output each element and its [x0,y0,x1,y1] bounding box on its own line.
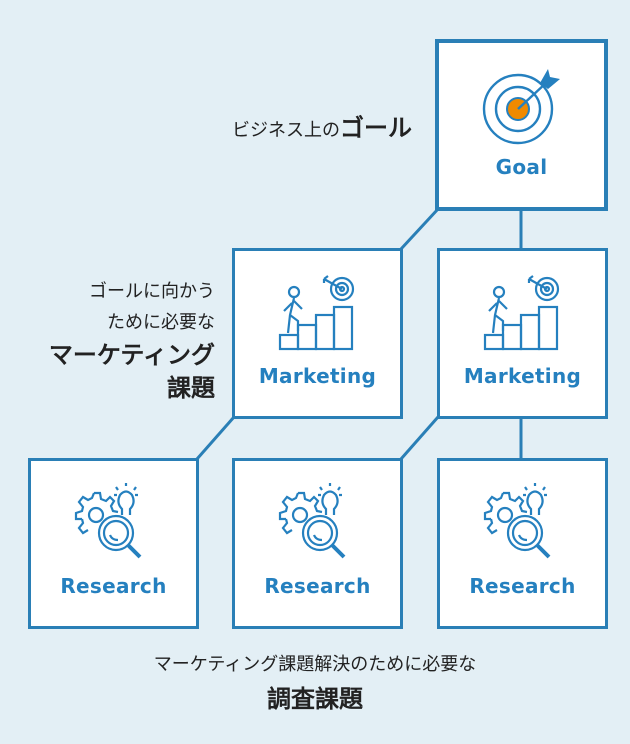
marketing-box-2[interactable]: Marketing [437,248,608,419]
gear-magnifier-bulb-icon [278,483,345,559]
research-box-3[interactable]: Research [437,458,608,629]
connector-marketing2-research2 [399,416,440,460]
marketing-annotation: ゴールに向かう ために必要な マーケティング 課題 [48,281,215,402]
marketing-label: Marketing [463,364,582,388]
research-box-2[interactable]: Research [232,458,403,629]
research-annotation: マーケティング課題解決のために必要な 調査課題 [153,654,477,713]
research-label: Research [264,574,371,598]
goal-annotation: ビジネス上のゴール [232,114,412,142]
marketing-box-1[interactable]: Marketing [232,248,403,419]
gear-magnifier-bulb-icon [483,483,550,559]
stairs-target-icon [483,275,559,351]
connector-marketing1-research1 [195,416,236,460]
goal-label: Goal [495,155,548,179]
research-label: Research [469,574,576,598]
connector-goal-marketing1 [399,207,440,251]
research-box-1[interactable]: Research [28,458,199,629]
marketing-label: Marketing [258,364,377,388]
research-label: Research [60,574,167,598]
stairs-target-icon [278,275,354,351]
goal-box[interactable]: Goal [435,39,608,211]
gear-magnifier-bulb-icon [74,483,141,559]
target-icon [482,69,560,145]
